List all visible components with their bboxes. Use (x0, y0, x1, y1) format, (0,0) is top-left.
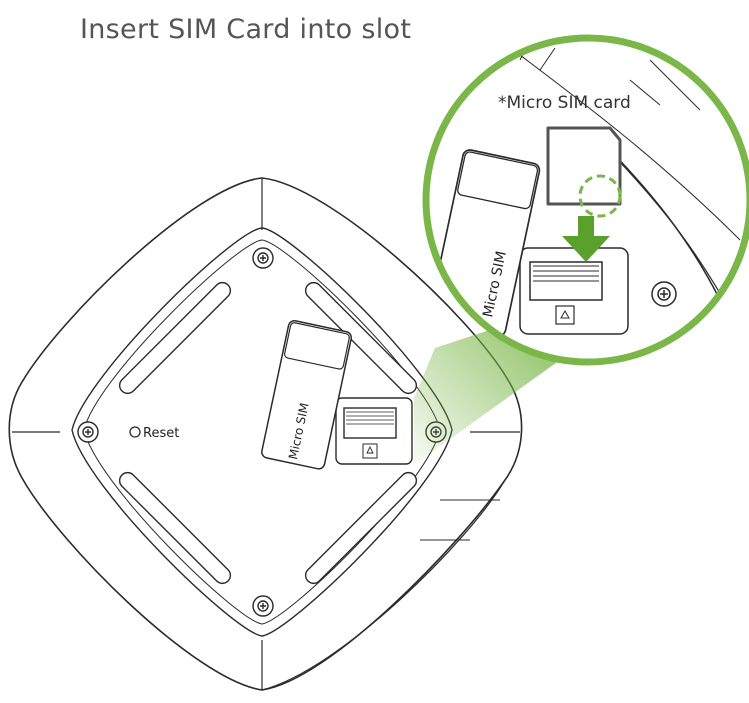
reset-pinhole (129, 426, 141, 438)
vent-slots (118, 281, 418, 585)
reset-label: Reset (143, 426, 179, 441)
device-sim-slot (335, 397, 413, 465)
callout-card-label: *Micro SIM card (498, 93, 631, 113)
device-inner-panel (71, 227, 453, 637)
sim-card-icon (546, 126, 622, 218)
device-sim-tray: Micro SIM (261, 320, 353, 470)
device-side-band (261, 479, 506, 691)
callout-beam (414, 320, 560, 465)
page-title: Insert SIM Card into slot (80, 14, 412, 45)
down-arrow-icon (562, 216, 610, 262)
